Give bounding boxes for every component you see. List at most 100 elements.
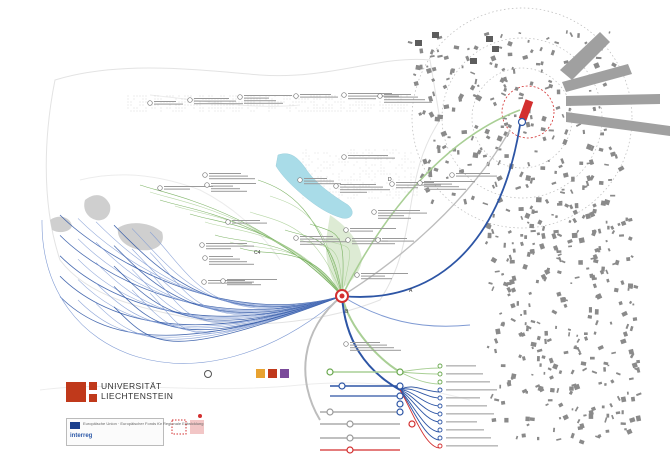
node-text-line <box>300 96 338 98</box>
building <box>561 260 566 264</box>
building <box>504 417 509 423</box>
dot <box>359 179 361 181</box>
region-label-d: D <box>388 177 392 183</box>
building <box>524 235 528 239</box>
building <box>620 220 627 226</box>
building <box>572 209 579 215</box>
dot <box>335 191 337 193</box>
dot <box>181 98 183 100</box>
building <box>429 54 435 58</box>
dot <box>226 107 228 109</box>
building <box>540 69 544 73</box>
building <box>568 219 572 224</box>
dot <box>410 167 412 169</box>
node-marker <box>297 177 303 183</box>
building <box>611 351 617 355</box>
building <box>537 219 543 226</box>
dot <box>365 185 367 187</box>
dot <box>379 104 381 106</box>
node-marker <box>157 185 163 191</box>
building <box>540 166 546 170</box>
building <box>502 78 508 83</box>
building <box>570 189 574 194</box>
building <box>429 49 435 55</box>
dot <box>353 149 355 151</box>
node-text-line <box>424 183 452 185</box>
dot <box>326 167 328 169</box>
dot <box>406 104 408 106</box>
dot <box>416 191 418 193</box>
dot <box>175 110 177 112</box>
dot <box>250 98 252 100</box>
node-text-line <box>348 157 395 159</box>
building <box>492 46 499 52</box>
building <box>615 372 621 376</box>
dot <box>346 110 348 112</box>
building <box>437 148 441 154</box>
dot <box>374 164 376 166</box>
dot <box>371 152 373 154</box>
building <box>527 161 531 167</box>
building <box>503 122 509 127</box>
building <box>570 369 575 375</box>
building <box>547 159 550 162</box>
node-marker <box>201 279 207 285</box>
node-text-line <box>154 103 183 105</box>
building <box>608 178 613 181</box>
dot <box>154 98 156 100</box>
building <box>518 97 524 100</box>
connection-line <box>77 218 343 306</box>
arc-grey <box>341 129 511 297</box>
background-map <box>39 58 471 401</box>
dot <box>373 104 375 106</box>
dot <box>368 149 370 151</box>
dot <box>340 98 342 100</box>
building <box>605 220 608 224</box>
tree-node <box>396 408 404 416</box>
node-text-line <box>208 280 245 281</box>
dot <box>307 107 309 109</box>
campus-marker[interactable] <box>517 99 534 127</box>
dot <box>364 104 366 106</box>
building <box>617 222 621 227</box>
dot <box>313 95 315 97</box>
building <box>483 31 490 37</box>
dot <box>313 101 315 103</box>
building <box>620 280 625 286</box>
node-marker <box>199 242 205 248</box>
dot <box>380 173 382 175</box>
connection-line <box>77 295 343 338</box>
dot <box>367 110 369 112</box>
dot <box>211 104 213 106</box>
dot <box>184 101 186 103</box>
dot <box>178 107 180 109</box>
dot <box>184 95 186 97</box>
dot <box>271 107 273 109</box>
dot <box>328 110 330 112</box>
building <box>614 259 620 266</box>
region-label-b: B <box>345 309 349 315</box>
dot <box>127 104 129 106</box>
building <box>540 61 544 66</box>
dot <box>256 98 258 100</box>
node-text-line <box>352 240 388 242</box>
building <box>597 345 604 351</box>
building <box>486 345 490 349</box>
hub-node[interactable] <box>335 289 349 303</box>
building <box>530 341 537 347</box>
legend-marker <box>437 435 443 441</box>
dot <box>308 170 310 172</box>
dot <box>184 107 186 109</box>
building <box>530 319 536 324</box>
building <box>440 130 448 137</box>
dot <box>133 95 135 97</box>
building <box>565 299 568 302</box>
dot <box>344 179 346 181</box>
building <box>629 352 635 359</box>
node-text-line <box>209 173 241 174</box>
dot <box>338 176 340 178</box>
dot <box>202 107 204 109</box>
node-text-line <box>361 275 385 277</box>
dot <box>338 197 340 199</box>
building <box>557 270 562 275</box>
